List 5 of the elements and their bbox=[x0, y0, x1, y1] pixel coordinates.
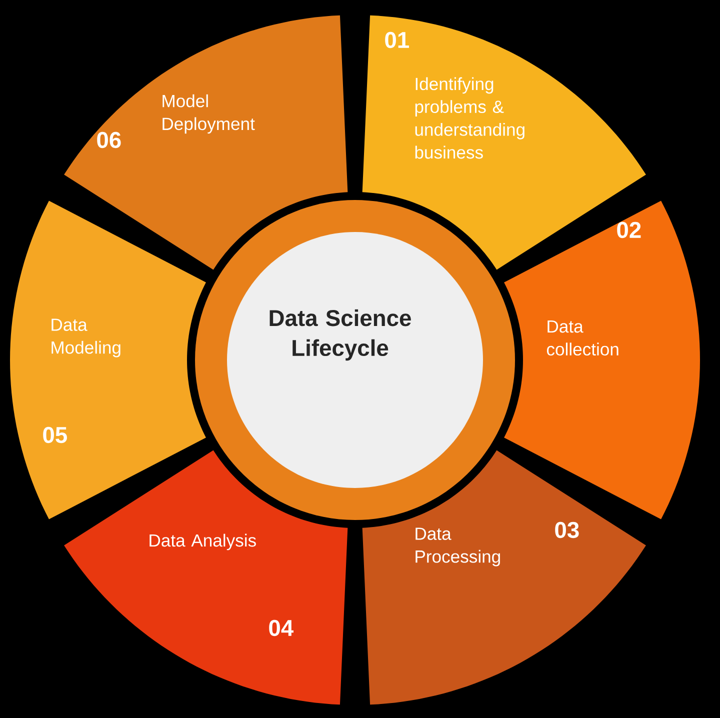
ring-segment: Model Deployment 06 bbox=[64, 15, 348, 270]
ring-segment: 02 Data collection bbox=[504, 200, 700, 520]
ring-segment: Data Modeling 05 bbox=[10, 200, 206, 520]
ring-segment: Data Analysis 04 bbox=[64, 450, 348, 705]
ring-segment: Data Processing 03 bbox=[362, 450, 646, 705]
